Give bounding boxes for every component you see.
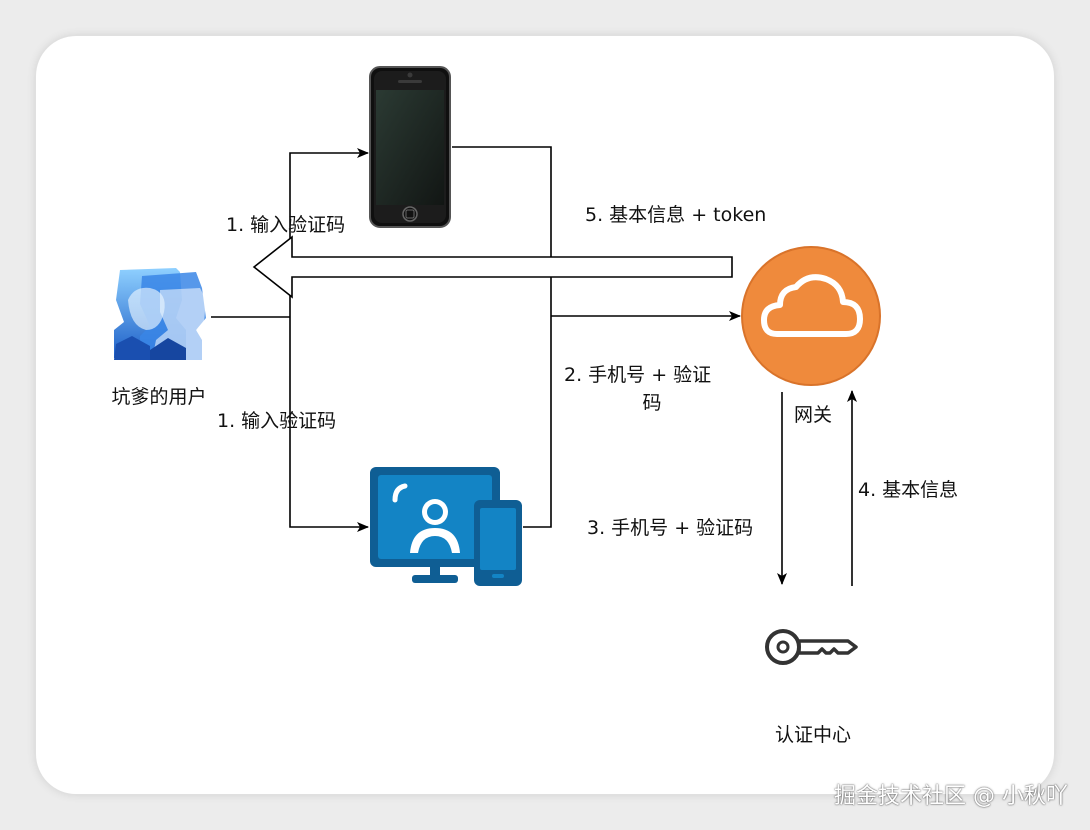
phone-connector-line <box>452 146 552 316</box>
node-label-user: 坑爹的用户 <box>111 386 206 408</box>
edge-label-gateway-to-user: 5. 基本信息 + token <box>585 204 766 226</box>
arrow-gateway-to-user <box>252 235 733 299</box>
edge-label-auth-to-gateway: 4. 基本信息 <box>858 479 958 501</box>
cloud-icon <box>741 246 881 386</box>
key-icon <box>765 629 858 665</box>
edge-label-client-to-gateway-cont: 码 <box>642 392 661 414</box>
node-label-gateway: 网关 <box>794 404 832 426</box>
node-label-auth-center: 认证中心 <box>775 724 851 746</box>
users-icon <box>114 268 208 360</box>
edge-label-client-to-gateway: 2. 手机号 + 验证 <box>564 364 711 386</box>
smartphone-icon <box>369 66 451 228</box>
edge-label-gateway-to-auth: 3. 手机号 + 验证码 <box>587 517 753 539</box>
diagram-canvas <box>36 36 1054 794</box>
desktop-user-icon <box>370 467 522 586</box>
edge-label-user-to-phone: 1. 输入验证码 <box>226 214 345 236</box>
watermark: 掘金技术社区 @ 小秋吖 <box>834 784 1068 809</box>
edge-label-user-to-pc: 1. 输入验证码 <box>217 410 336 432</box>
pc-connector-line <box>523 316 552 528</box>
arrow-user-to-pc <box>289 317 369 532</box>
